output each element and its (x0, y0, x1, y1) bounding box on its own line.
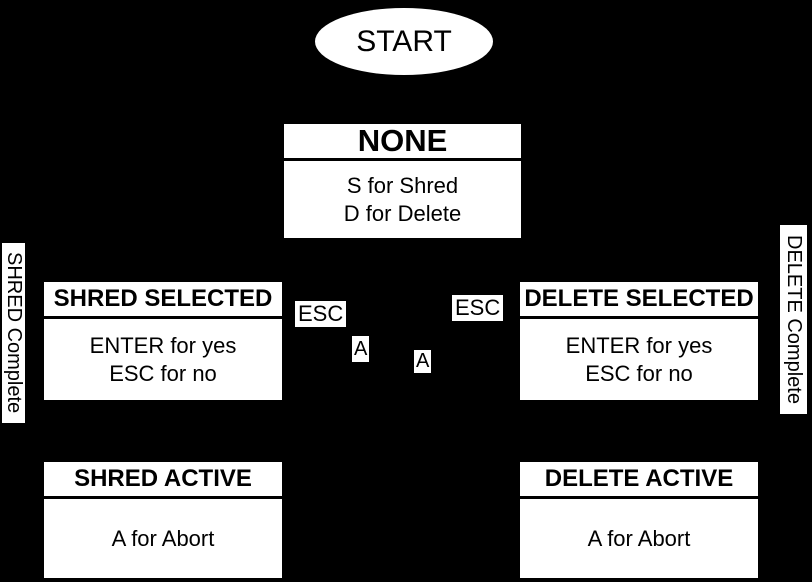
state-body-shred-active: A for Abort (44, 499, 282, 578)
state-title-delete-active: DELETE ACTIVE (520, 462, 758, 499)
state-body-line: D for Delete (343, 200, 462, 226)
state-node-shred-active: SHRED ACTIVE A for Abort (44, 462, 282, 578)
state-node-delete-active: DELETE ACTIVE A for Abort (520, 462, 758, 578)
edge-label-shred-complete: SHRED Complete (2, 243, 25, 423)
state-node-shred-selected: SHRED SELECTED ENTER for yes ESC for no (44, 282, 282, 400)
state-body-delete-selected: ENTER for yes ESC for no (520, 319, 758, 400)
state-title-shred-selected: SHRED SELECTED (44, 282, 282, 319)
state-title-none: NONE (284, 123, 521, 161)
state-body-line: S for Shred (346, 172, 459, 198)
state-node-none: NONE S for Shred D for Delete (284, 123, 521, 238)
edge-label-esc-left: ESC (295, 301, 347, 327)
state-body-none: S for Shred D for Delete (284, 161, 521, 238)
edge-label-esc-right: ESC (452, 295, 504, 321)
state-body-line: A for Abort (111, 525, 215, 551)
state-body-line: ENTER for yes (565, 332, 713, 358)
edge-label-delete-complete: DELETE Complete (780, 225, 807, 414)
edge-label-a-left: A (352, 336, 370, 362)
start-node: START (315, 8, 493, 75)
state-body-line: ESC for no (109, 360, 217, 386)
start-node-label: START (356, 24, 452, 58)
state-body-shred-selected: ENTER for yes ESC for no (44, 319, 282, 400)
state-body-line: ENTER for yes (89, 332, 237, 358)
state-body-delete-active: A for Abort (520, 499, 758, 578)
state-body-line: A for Abort (587, 525, 691, 551)
state-title-delete-selected: DELETE SELECTED (520, 282, 758, 319)
edge-label-a-right: A (414, 350, 432, 373)
state-node-delete-selected: DELETE SELECTED ENTER for yes ESC for no (520, 282, 758, 400)
state-body-line: ESC for no (585, 360, 693, 386)
state-title-shred-active: SHRED ACTIVE (44, 462, 282, 499)
